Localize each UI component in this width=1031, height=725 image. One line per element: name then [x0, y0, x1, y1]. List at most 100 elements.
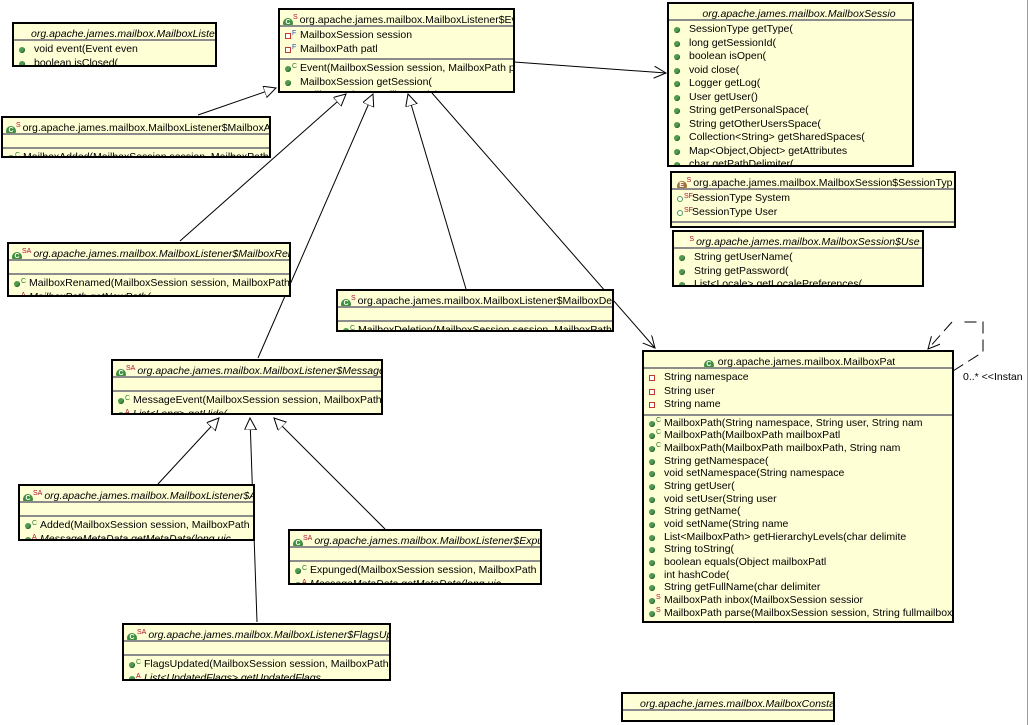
method-row[interactable]: String toString( [644, 543, 952, 556]
public-marker-icon [295, 568, 301, 574]
modifier-badge: S [351, 295, 356, 302]
method-text: Event(MailboxSession session, MailboxPat… [300, 62, 513, 74]
method-row[interactable]: String getPassword( [674, 265, 922, 279]
method-text: List<UpdatedFlags> getUpdatedFlags [144, 671, 321, 681]
method-row[interactable]: void setNamespace(String namespace [644, 467, 952, 480]
generalization-mailboxadded [197, 88, 276, 116]
method-row[interactable]: boolean isOpen( [669, 50, 912, 64]
private-marker-icon [649, 388, 655, 395]
self-association-path [952, 321, 984, 372]
method-text: Collection<String> getSharedSpaces( [689, 131, 865, 143]
public-marker-icon [674, 40, 680, 47]
method-row[interactable]: SessionType getType( [669, 23, 912, 37]
method-row[interactable]: String getNamespace( [644, 455, 952, 468]
public-marker-icon [295, 581, 301, 583]
method-row[interactable]: boolean equals(Object mailboxPatl [644, 556, 952, 569]
class-name: org.apache.james.mailbox.MailboxSession$… [696, 236, 920, 248]
public-marker-icon [19, 60, 25, 65]
method-text: char getPathDelimiter( [689, 158, 794, 167]
field-row[interactable]: String name [644, 398, 952, 412]
field-row[interactable]: String user [644, 385, 952, 399]
enum-constant-marker-icon [677, 209, 683, 216]
method-row[interactable]: String getFullName(char delimiter [644, 581, 952, 594]
method-row[interactable]: MailboxPath getMailboxPath( [280, 89, 513, 91]
public-marker-icon [129, 662, 135, 668]
method-row[interactable]: String getOtherUsersSpace( [669, 118, 912, 132]
method-row[interactable]: int hashCode( [644, 569, 952, 582]
method-row[interactable]: void event(Event even [14, 43, 215, 57]
enum-constant-marker-icon [677, 196, 683, 202]
method-row[interactable]: MailboxSession getSession( [280, 76, 513, 90]
class-name: org.apache.james.mailbox.MailboxListener… [148, 629, 389, 641]
method-text: MailboxPath getNewPath( [29, 290, 151, 297]
method-row[interactable]: char getPathDelimiter( [669, 158, 912, 167]
method-row[interactable]: void close( [669, 64, 912, 78]
public-marker-icon [649, 471, 655, 478]
public-marker-icon [649, 585, 655, 592]
method-text: Added(MailboxSession session, MailboxPat… [40, 519, 253, 531]
field-row[interactable]: String namespace [644, 371, 952, 385]
method-row[interactable]: String getPersonalSpace( [669, 104, 912, 118]
public-marker-icon [649, 509, 655, 516]
method-row[interactable]: boolean isClosed( [14, 57, 215, 65]
method-text: int hashCode( [664, 568, 730, 581]
method-row[interactable]: String getUser( [644, 480, 952, 493]
method-row[interactable]: String getUserName( [674, 251, 922, 265]
method-row[interactable]: User getUser() [669, 91, 912, 105]
class-icon: C [116, 369, 126, 376]
method-row[interactable]: List<MailboxPath> getHierarchyLevels(cha… [644, 531, 952, 544]
method-row[interactable]: List<Locale> getLocalePreferences( [674, 278, 922, 285]
public-marker-icon [285, 66, 291, 72]
method-row[interactable]: Collection<String> getSharedSpaces( [669, 131, 912, 145]
modifier-badge: C [32, 520, 38, 527]
method-text: FlagsUpdated(MailboxSession session, Mai… [144, 658, 389, 670]
method-row[interactable]: long getSessionId( [669, 37, 912, 51]
method-row[interactable]: Map<Object,Object> getAttributes [669, 145, 912, 159]
method-row[interactable]: void setUser(String user [644, 493, 952, 506]
method-text: MessageMetaData getMetaData(long uic [40, 532, 231, 541]
public-marker-icon [679, 255, 685, 261]
method-row[interactable]: String getName( [644, 505, 952, 518]
method-row[interactable]: void setName(String name [644, 518, 952, 531]
method-row[interactable]: Logger getLog( [669, 77, 912, 91]
